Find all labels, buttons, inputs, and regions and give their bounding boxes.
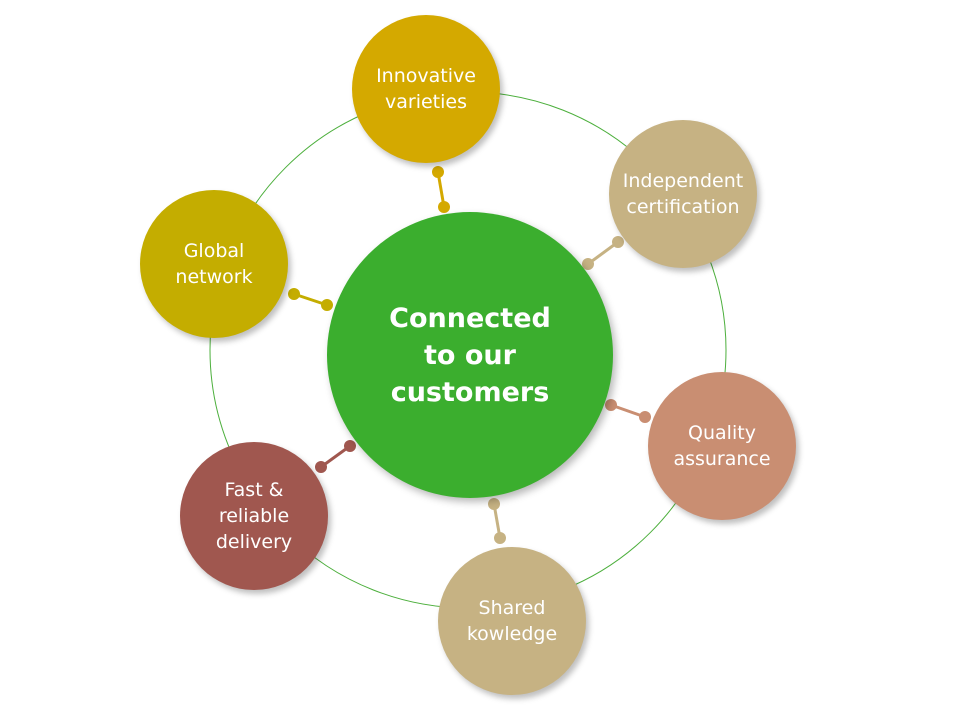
connector-dot: [488, 498, 500, 510]
node-innovative-varieties: Innovative varieties: [352, 15, 500, 163]
connector-dot: [344, 440, 356, 452]
connector-independent-certification: [582, 236, 624, 270]
connector-dot: [494, 532, 506, 544]
connector-shared-kowledge: [488, 498, 506, 544]
node-fast-reliable-delivery: Fast & reliable delivery: [180, 442, 328, 590]
node-label: Innovative varieties: [376, 65, 476, 113]
node-label: Independent certification: [622, 170, 744, 218]
node-global-network: Global network: [140, 190, 288, 338]
connector-line: [610, 403, 646, 419]
connector-line: [587, 240, 619, 266]
connector-dot: [315, 461, 327, 473]
connector-dot: [321, 299, 333, 311]
connector-dot: [438, 201, 450, 213]
connector-dot: [605, 399, 617, 411]
center-hub-label: Connected to our customers: [389, 302, 551, 408]
connector-fast-reliable-delivery: [315, 440, 356, 473]
center-hub: Connected to our customers: [327, 212, 613, 498]
connector-quality-assurance: [605, 399, 651, 423]
connector-dot: [639, 411, 651, 423]
node-label: Quality assurance: [673, 422, 771, 470]
connector-dot: [582, 258, 594, 270]
node-shared-kowledge: Shared kowledge: [438, 547, 586, 695]
connector-dot: [288, 288, 300, 300]
connector-dot: [432, 166, 444, 178]
node-label: Fast & reliable delivery: [215, 479, 293, 553]
node-label: Global network: [175, 240, 253, 288]
node-independent-certification: Independent certification: [609, 120, 757, 268]
node-quality-assurance: Quality assurance: [648, 372, 796, 520]
connector-dot: [612, 236, 624, 248]
connector-innovative-varieties: [432, 166, 450, 213]
connector-global-network: [288, 288, 333, 311]
node-label: Shared kowledge: [466, 597, 558, 645]
